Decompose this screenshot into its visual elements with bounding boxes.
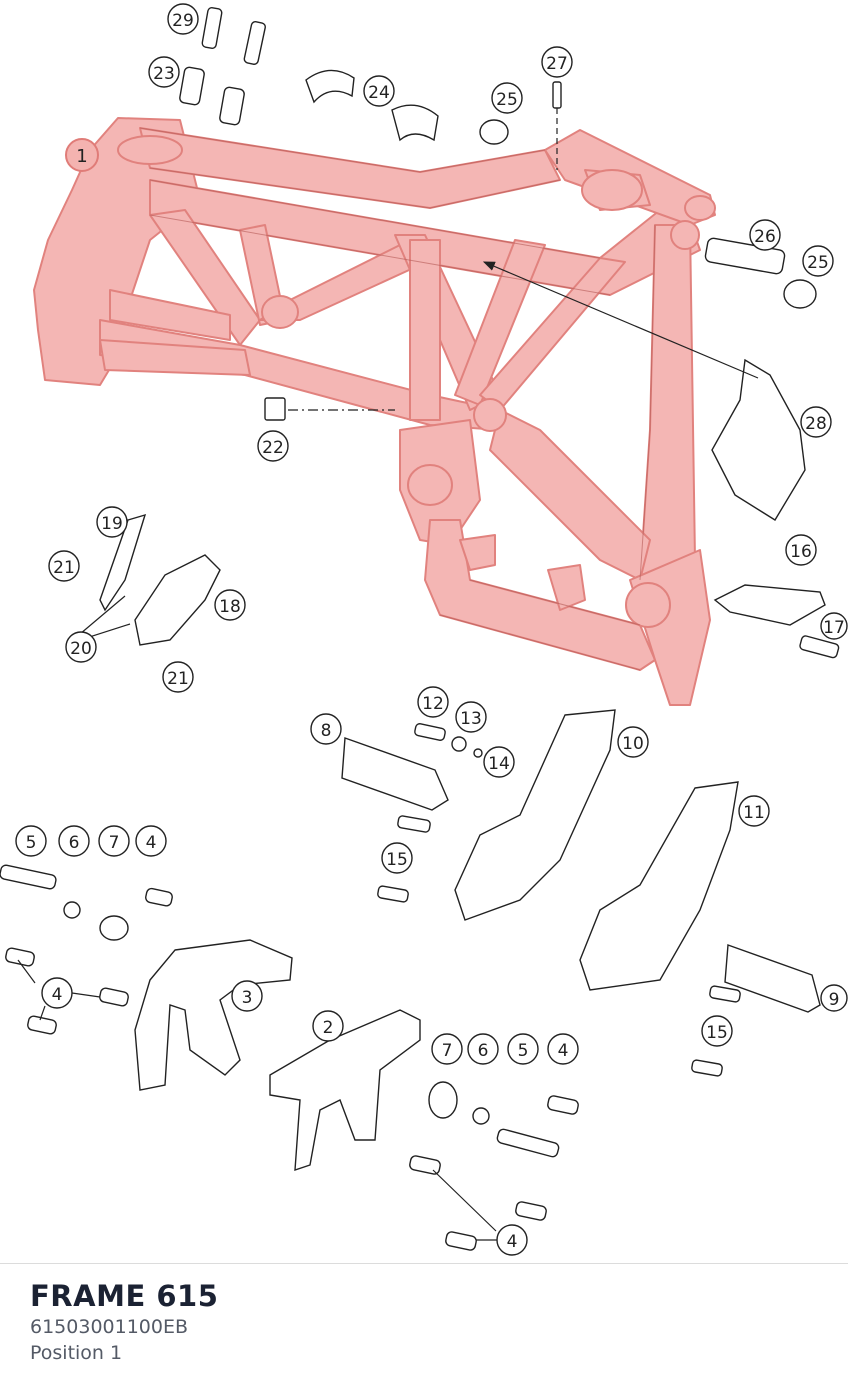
callout-5a[interactable]: 5 — [15, 825, 47, 857]
callout-17[interactable]: 17 — [820, 612, 848, 640]
callout-label: 25 — [496, 90, 518, 110]
callout-24[interactable]: 24 — [363, 75, 395, 107]
callout-label: 7 — [442, 1041, 453, 1061]
callout-15a[interactable]: 15 — [381, 842, 413, 874]
callout-4c[interactable]: 4 — [547, 1033, 579, 1065]
callout-1[interactable]: 1 — [65, 138, 99, 172]
callout-label: 26 — [754, 227, 776, 247]
callout-label: 15 — [706, 1023, 728, 1043]
divider — [0, 1263, 848, 1264]
part-code: 61503001100EB — [30, 1316, 189, 1338]
callout-14[interactable]: 14 — [483, 746, 515, 778]
callout-25b[interactable]: 25 — [802, 245, 834, 277]
callout-label: 7 — [109, 833, 120, 853]
callout-label: 13 — [460, 709, 482, 729]
callout-label: 10 — [622, 734, 644, 754]
callout-6b[interactable]: 6 — [467, 1033, 499, 1065]
callout-label: 29 — [172, 11, 194, 31]
callout-16[interactable]: 16 — [785, 534, 817, 566]
callout-label: 4 — [52, 985, 63, 1005]
frame-outline-detail — [139, 127, 656, 671]
callout-label: 19 — [101, 514, 123, 534]
loose-parts — [0, 7, 840, 1251]
callout-6a[interactable]: 6 — [58, 825, 90, 857]
callout-label: 14 — [488, 754, 510, 774]
callout-21b[interactable]: 21 — [162, 661, 194, 693]
callout-label: 16 — [790, 542, 812, 562]
callout-label: 28 — [805, 414, 827, 434]
callout-27[interactable]: 27 — [541, 46, 573, 78]
callout-12[interactable]: 12 — [417, 686, 449, 718]
callout-label: 8 — [321, 721, 332, 741]
callout-3[interactable]: 3 — [231, 980, 263, 1012]
callout-label: 4 — [558, 1041, 569, 1061]
callout-7a[interactable]: 7 — [98, 825, 130, 857]
callout-23[interactable]: 23 — [148, 56, 180, 88]
callout-15b[interactable]: 15 — [701, 1015, 733, 1047]
exploded-parts-diagram: 1 29 23 24 25 27 26 25 28 22 19 21 18 20… — [0, 3, 848, 1256]
callout-label: 12 — [422, 694, 444, 714]
callout-label: 21 — [53, 558, 75, 578]
callout-label: 1 — [76, 146, 87, 167]
callout-label: 18 — [219, 597, 241, 617]
callout-label: 6 — [69, 833, 80, 853]
callout-label: 21 — [167, 669, 189, 689]
callout-label: 24 — [368, 83, 390, 103]
part-position: Position 1 — [30, 1342, 123, 1364]
callout-4d[interactable]: 4 — [496, 1224, 528, 1256]
part-title: FRAME 615 — [30, 1279, 219, 1313]
callout-label: 5 — [26, 833, 37, 853]
callout-7b[interactable]: 7 — [431, 1033, 463, 1065]
callout-label: 11 — [743, 803, 765, 823]
callout-label: 22 — [262, 438, 284, 458]
callout-22[interactable]: 22 — [257, 430, 289, 462]
callout-11[interactable]: 11 — [738, 795, 770, 827]
callout-10[interactable]: 10 — [617, 726, 649, 758]
callout-4b[interactable]: 4 — [41, 977, 73, 1009]
callout-25a[interactable]: 25 — [491, 82, 523, 114]
callout-label: 3 — [242, 988, 253, 1008]
callout-label: 15 — [386, 850, 408, 870]
callout-label: 4 — [507, 1232, 518, 1252]
callout-label: 20 — [70, 639, 92, 659]
callout-8[interactable]: 8 — [310, 713, 342, 745]
callout-label: 23 — [153, 64, 175, 84]
callout-label: 17 — [823, 618, 845, 638]
callout-21a[interactable]: 21 — [48, 550, 80, 582]
callout-20[interactable]: 20 — [65, 631, 97, 663]
callout-29[interactable]: 29 — [167, 3, 199, 35]
callout-label: 6 — [478, 1041, 489, 1061]
callout-label: 25 — [807, 253, 829, 273]
leader-lines — [17, 108, 759, 1241]
callout-5b[interactable]: 5 — [507, 1033, 539, 1065]
frame-part-1[interactable] — [33, 117, 716, 706]
callout-18[interactable]: 18 — [214, 589, 246, 621]
callout-9[interactable]: 9 — [820, 984, 848, 1012]
callout-13[interactable]: 13 — [455, 701, 487, 733]
callout-2[interactable]: 2 — [312, 1010, 344, 1042]
callout-19[interactable]: 19 — [96, 506, 128, 538]
callout-label: 5 — [518, 1041, 529, 1061]
callout-label: 9 — [829, 990, 840, 1010]
part-info-panel: FRAME 615 61503001100EB Position 1 — [30, 1278, 218, 1366]
callout-label: 4 — [146, 833, 157, 853]
callout-28[interactable]: 28 — [800, 406, 832, 438]
callout-4a[interactable]: 4 — [135, 825, 167, 857]
callout-label: 2 — [323, 1018, 334, 1038]
callout-label: 27 — [546, 54, 568, 74]
callout-26[interactable]: 26 — [749, 219, 781, 251]
